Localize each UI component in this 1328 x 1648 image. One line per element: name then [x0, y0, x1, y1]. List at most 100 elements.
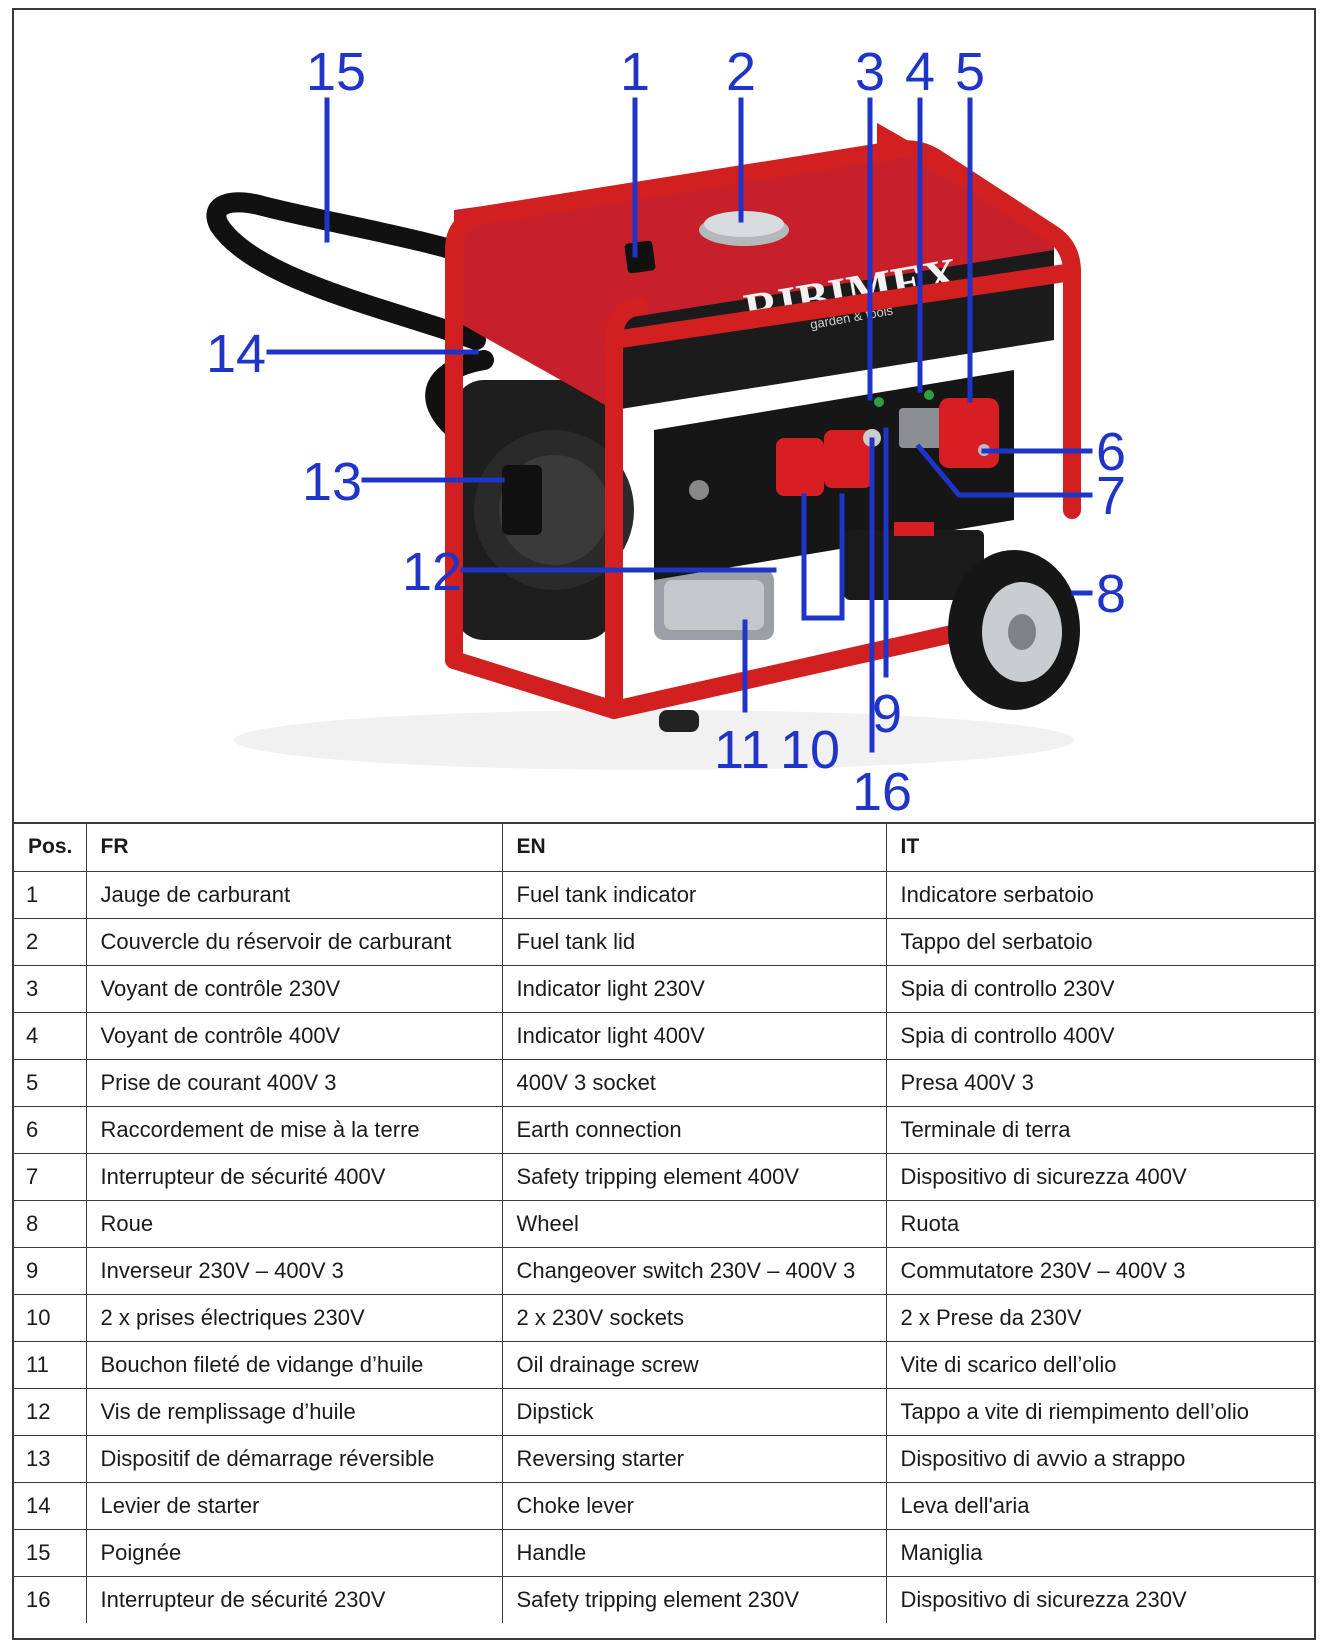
cell-fr: Jauge de carburant: [85, 870, 503, 919]
cell-en: 400V 3 socket: [501, 1058, 887, 1107]
cell-pos: 2: [14, 917, 87, 966]
cell-it: Dispositivo di sicurezza 230V: [885, 1575, 1314, 1623]
cell-it: Maniglia: [885, 1528, 1314, 1577]
cell-fr: Raccordement de mise à la terre: [85, 1105, 503, 1154]
cell-pos: 1: [14, 870, 87, 919]
wheel: [948, 550, 1080, 710]
header-pos: Pos.: [14, 824, 87, 872]
cell-pos: 7: [14, 1152, 87, 1201]
callout-leaders: [266, 97, 1093, 753]
cell-en: Indicator light 230V: [501, 964, 887, 1013]
cell-fr: Roue: [85, 1199, 503, 1248]
header-it: IT: [885, 824, 1314, 872]
battery: [844, 530, 984, 600]
callout-5: 5: [955, 42, 985, 102]
cell-fr: Levier de starter: [85, 1481, 503, 1530]
cell-fr: Prise de courant 400V 3: [85, 1058, 503, 1107]
cell-pos: 3: [14, 964, 87, 1013]
header-en: EN: [501, 824, 887, 872]
cell-fr: Voyant de contrôle 230V: [85, 964, 503, 1013]
cell-it: Terminale di terra: [885, 1105, 1314, 1154]
cell-en: Dipstick: [501, 1387, 887, 1436]
cell-pos: 4: [14, 1011, 87, 1060]
cell-en: Changeover switch 230V – 400V 3: [501, 1246, 887, 1295]
cell-pos: 16: [14, 1575, 87, 1623]
callout-8: 8: [1096, 564, 1126, 624]
cell-fr: Inverseur 230V – 400V 3: [85, 1246, 503, 1295]
cell-it: Spia di controllo 400V: [885, 1011, 1314, 1060]
callout-numbers: 15 1 2 3 4 5 6 7 8 9 10 11 12 13 14 16: [206, 42, 1126, 822]
cell-it: Dispositivo di avvio a strappo: [885, 1434, 1314, 1483]
cell-fr: Dispositif de démarrage réversible: [85, 1434, 503, 1483]
cell-en: Fuel tank indicator: [501, 870, 887, 919]
callout-7: 7: [1096, 466, 1126, 526]
callout-9: 9: [872, 684, 902, 744]
callout-12: 12: [402, 542, 462, 602]
cell-it: Tappo del serbatoio: [885, 917, 1314, 966]
cell-pos: 13: [14, 1434, 87, 1483]
cell-pos: 5: [14, 1058, 87, 1107]
cell-it: Presa 400V 3: [885, 1058, 1314, 1107]
callout-15: 15: [306, 42, 366, 102]
cell-fr: Poignée: [85, 1528, 503, 1577]
cell-it: Spia di controllo 230V: [885, 964, 1314, 1013]
cell-en: Indicator light 400V: [501, 1011, 887, 1060]
table-header-row: Pos. FR EN IT: [14, 824, 1314, 872]
callout-14: 14: [206, 324, 266, 384]
cell-en: Reversing starter: [501, 1434, 887, 1483]
cell-en: Earth connection: [501, 1105, 887, 1154]
cell-it: Indicatore serbatoio: [885, 870, 1314, 919]
cell-en: Fuel tank lid: [501, 917, 887, 966]
callout-2: 2: [726, 42, 756, 102]
callout-6: 6: [1096, 422, 1126, 482]
callout-13: 13: [302, 452, 362, 512]
cell-pos: 12: [14, 1387, 87, 1436]
cell-pos: 9: [14, 1246, 87, 1295]
cell-fr: Interrupteur de sécurité 400V: [85, 1152, 503, 1201]
cell-en: Oil drainage screw: [501, 1340, 887, 1389]
cell-en: 2 x 230V sockets: [501, 1293, 887, 1342]
cell-it: Dispositivo di sicurezza 400V: [885, 1152, 1314, 1201]
cell-it: Vite di scarico dell’olio: [885, 1340, 1314, 1389]
cell-fr: Vis de remplissage d’huile: [85, 1387, 503, 1436]
cell-fr: 2 x prises électriques 230V: [85, 1293, 503, 1342]
generator-illustration: RIBIMEX garden & tools: [206, 42, 1126, 822]
generator-figure: RIBIMEX garden & tools: [14, 10, 1314, 824]
cell-fr: Interrupteur de sécurité 230V: [85, 1575, 503, 1623]
cell-en: Safety tripping element 230V: [501, 1575, 887, 1623]
document-frame: RIBIMEX garden & tools: [12, 8, 1316, 1640]
callout-16: 16: [852, 762, 912, 822]
header-fr: FR: [85, 824, 503, 872]
cell-pos: 15: [14, 1528, 87, 1577]
cell-it: Ruota: [885, 1199, 1314, 1248]
cell-pos: 11: [14, 1340, 87, 1389]
cell-pos: 8: [14, 1199, 87, 1248]
cell-it: 2 x Prese da 230V: [885, 1293, 1314, 1342]
callout-11: 11: [714, 720, 770, 780]
cell-it: Tappo a vite di riempimento dell’olio: [885, 1387, 1314, 1436]
cell-fr: Couvercle du réservoir de carburant: [85, 917, 503, 966]
cell-fr: Voyant de contrôle 400V: [85, 1011, 503, 1060]
cell-pos: 14: [14, 1481, 87, 1530]
cell-en: Wheel: [501, 1199, 887, 1248]
cell-en: Safety tripping element 400V: [501, 1152, 887, 1201]
cell-fr: Bouchon fileté de vidange d’huile: [85, 1340, 503, 1389]
